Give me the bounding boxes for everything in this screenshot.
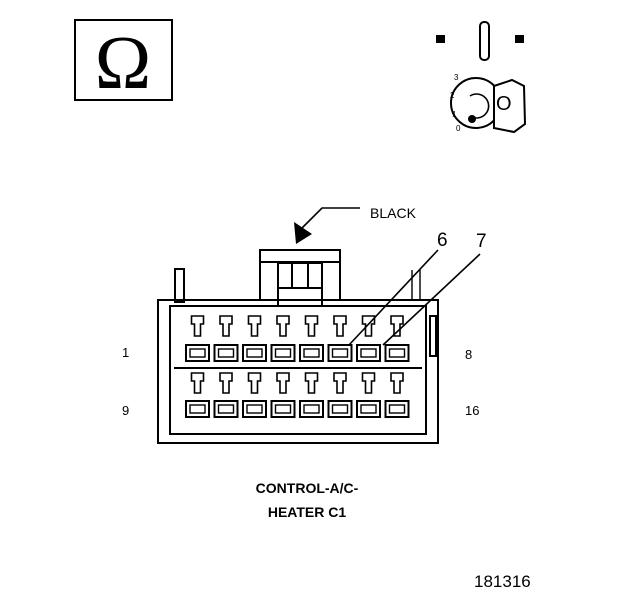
connector-latch — [259, 249, 341, 307]
wire-color-label: BLACK — [370, 205, 416, 221]
key-letter: O — [496, 93, 512, 115]
pin-cavity-inner — [246, 404, 263, 414]
terminal-latch — [247, 372, 262, 394]
pin-label-top-right: 8 — [465, 347, 473, 362]
terminal-latch — [304, 372, 319, 394]
terminal-latch — [390, 315, 404, 337]
pin-cavity-inner — [274, 404, 292, 414]
terminal-latch — [361, 372, 376, 394]
pin-cavity-inner — [246, 348, 263, 358]
pin-cavity — [270, 400, 296, 418]
pin-cavity — [299, 344, 324, 362]
pin-label-bottom-right: 16 — [465, 403, 480, 418]
key-position-label: 2 — [450, 91, 455, 100]
ohm-glyph: Ω — [95, 21, 151, 105]
callout-7: 7 — [476, 231, 487, 252]
pin-cavity-inner — [217, 348, 235, 358]
pin-cavity — [213, 344, 239, 362]
pin-cavity — [242, 400, 267, 418]
pin-cavity — [242, 344, 267, 362]
pin-cavity-inner — [189, 404, 206, 414]
pin-cavity — [213, 400, 239, 418]
pin-cavity-inner — [189, 348, 206, 358]
pin-cavity — [356, 344, 381, 362]
pin-cavity — [356, 400, 381, 418]
pin-cavity-inner — [217, 404, 235, 414]
pin-label-top-left: 1 — [122, 345, 130, 360]
pin-label-bottom-left: 9 — [122, 403, 130, 418]
connector-side-post — [174, 268, 185, 303]
pin-cavity — [185, 400, 210, 418]
terminal-latch — [333, 372, 347, 394]
terminal-latch — [219, 315, 233, 337]
pin-cavity-inner — [360, 404, 377, 414]
pin-cavity-inner — [360, 348, 377, 358]
terminal-latch — [219, 372, 233, 394]
pin-cavity — [327, 400, 353, 418]
ohmmeter-symbol-icon: Ω — [74, 19, 173, 105]
pin-cavity-inner — [274, 348, 292, 358]
terminal-cavities — [185, 315, 410, 418]
pin-cavity-inner — [331, 404, 349, 414]
key-position-label: 0 — [456, 124, 461, 133]
pin-cavity-inner — [388, 404, 406, 414]
ignition-key-icon — [436, 21, 527, 134]
terminal-latch — [276, 315, 290, 337]
callout-6: 6 — [437, 230, 448, 251]
pin-cavity — [384, 400, 410, 418]
pin-cavity-inner — [303, 348, 320, 358]
wire-color-arrow — [294, 207, 360, 244]
connector-name-line2: HEATER C1 — [267, 504, 347, 520]
terminal-latch — [333, 315, 347, 337]
pin-cavity — [185, 344, 210, 362]
terminal-latch — [190, 315, 205, 337]
key-position-label: 3 — [454, 73, 459, 82]
figure-number: 181316 — [474, 572, 531, 591]
terminal-latch — [247, 315, 262, 337]
connector-side-post-right — [411, 270, 421, 300]
terminal-latch — [276, 372, 290, 394]
pin-cavity-inner — [303, 404, 320, 414]
connector-body — [157, 299, 439, 444]
pin-cavity — [384, 344, 410, 362]
terminal-latch — [390, 372, 404, 394]
callout-leaders — [348, 249, 481, 346]
pin-cavity — [327, 344, 353, 362]
connector-name-line1: CONTROL-A/C- — [255, 480, 359, 496]
terminal-latch — [190, 372, 205, 394]
key-position-label: 1 — [452, 110, 457, 119]
pin-cavity — [299, 400, 324, 418]
pin-cavity — [270, 344, 296, 362]
terminal-latch — [304, 315, 319, 337]
pin-cavity-inner — [331, 348, 349, 358]
pin-cavity-inner — [388, 348, 406, 358]
